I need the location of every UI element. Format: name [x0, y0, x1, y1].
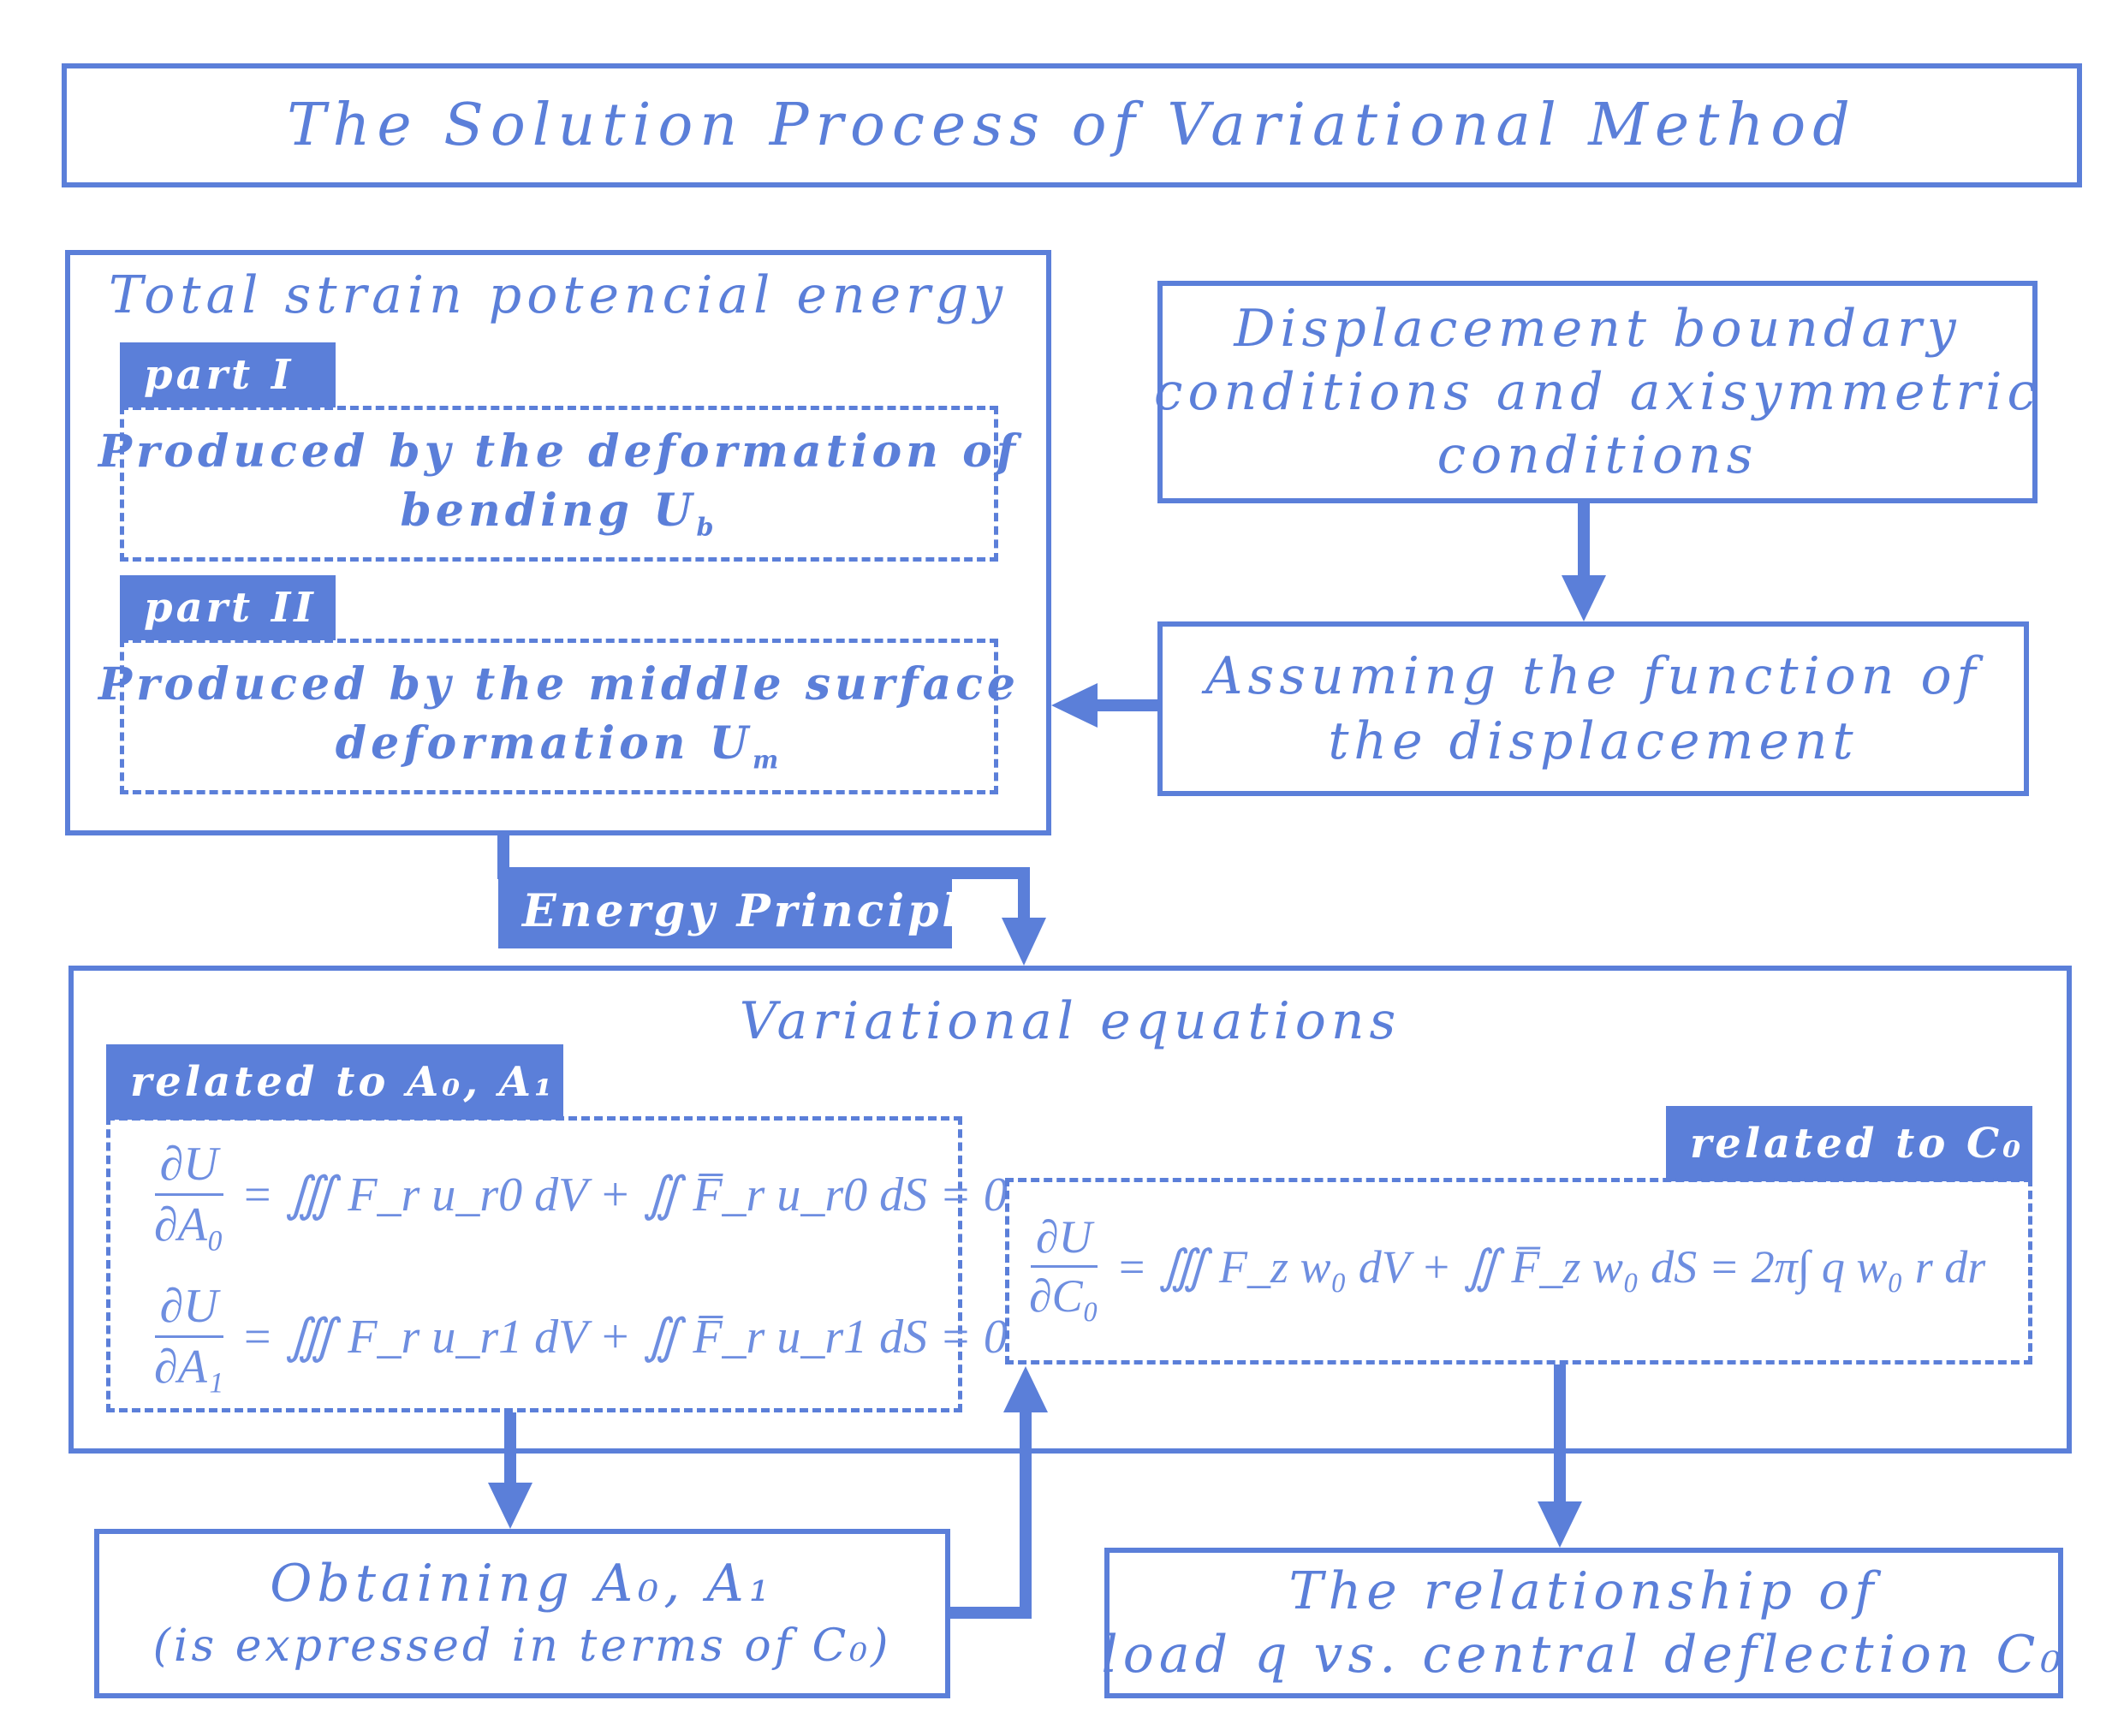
- boundary-line3: conditions: [1437, 425, 1758, 485]
- relationship-line1: The relationship of: [1288, 1561, 1879, 1621]
- arrowhead-down-1: [1562, 575, 1606, 621]
- part1-line2: bending Ub: [400, 485, 718, 542]
- strain-energy-heading: Total strain potencial energy: [108, 265, 1008, 325]
- part2-line2: deformation Um: [335, 717, 783, 775]
- arrow-energy-principle: [497, 835, 1030, 923]
- part1-tab: part I: [120, 342, 336, 407]
- related-c-tab: related to C₀: [1666, 1106, 2032, 1181]
- strain-energy-box: [65, 250, 1051, 835]
- relationship-box: The relationship of load q vs. central d…: [1102, 1548, 2063, 1698]
- assuming-line1: Assuming the function of: [1205, 646, 1981, 706]
- equation-c-box: [1005, 1178, 2032, 1364]
- energy-principle-label: Energy Principle: [498, 873, 991, 948]
- arrowhead-down-2: [1002, 918, 1046, 966]
- obtaining-line1: Obtaining A₀, A₁: [270, 1554, 775, 1614]
- equation-dA1: ∂U∂A₁ = ∭ F_r u_r1 dV + ∬ F̅_r u_r1 dS =…: [154, 1280, 1008, 1394]
- arrowhead-down-4: [1538, 1501, 1582, 1548]
- equation-dA0: ∂U∂A₀ = ∭ F_r u_r0 dV + ∬ F̅_r u_r0 dS =…: [154, 1138, 1008, 1251]
- part1-box: Produced by the deformation of bending U…: [98, 406, 1015, 562]
- boundary-line2: conditions and axisymmetric: [1153, 362, 2042, 422]
- part2-line1: Produced by the middle surface: [98, 658, 1020, 711]
- boundary-conditions-box: Displacement boundary conditions and axi…: [1153, 281, 2042, 503]
- part2-box: Produced by the middle surface deformati…: [98, 639, 1015, 794]
- obtaining-line2: (is expressed in terms of C₀): [152, 1620, 892, 1672]
- related-a-tab: related to A₀, A₁: [106, 1044, 563, 1120]
- relationship-line2: load q vs. central deflection C₀: [1101, 1625, 2067, 1685]
- arrowhead-left: [1051, 683, 1098, 728]
- boundary-line1: Displacement boundary: [1234, 299, 1961, 359]
- arrowhead-up: [1003, 1366, 1048, 1412]
- part2-tab: part II: [120, 575, 336, 640]
- arrowhead-down-3: [488, 1483, 532, 1529]
- obtaining-box: Obtaining A₀, A₁ (is expressed in terms …: [94, 1529, 950, 1698]
- arrow-obtaining-to-c: [950, 1407, 1032, 1619]
- assuming-line2: the displacement: [1328, 711, 1859, 771]
- title-box: The Solution Process of Variational Meth…: [62, 63, 2082, 187]
- equations-a-box: [106, 1116, 962, 1412]
- part1-line1: Produced by the deformation of: [98, 425, 1020, 479]
- diagram-title: The Solution Process of Variational Meth…: [287, 92, 1857, 159]
- assuming-function-box: Assuming the function of the displacemen…: [1157, 621, 2029, 796]
- variational-heading: Variational equations: [739, 991, 1401, 1051]
- equation-dC0: ∂U∂C₀ = ∭ F_z w₀ dV + ∬ F̅_z w₀ dS = 2π∫…: [1029, 1211, 1986, 1322]
